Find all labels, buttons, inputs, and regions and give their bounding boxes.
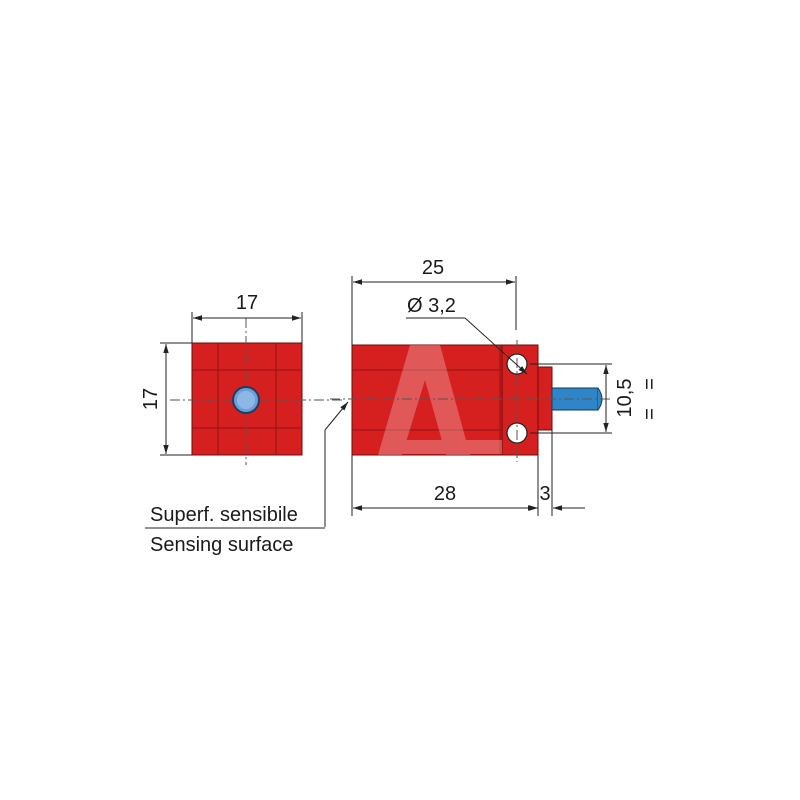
front-height-label: 17 bbox=[140, 388, 162, 410]
total-length-label: 28 bbox=[434, 483, 456, 505]
tab-length-label: 3 bbox=[539, 483, 550, 505]
watermark-logo bbox=[378, 345, 502, 455]
sensing-surface-label-it: Superf. sensibile bbox=[150, 504, 298, 526]
equal-mark-bottom: = bbox=[639, 408, 661, 420]
hole-diameter-label: Ø 3,2 bbox=[407, 295, 456, 317]
hole-spacing-label: 10,5 bbox=[614, 379, 636, 418]
front-view: 17 17 bbox=[140, 292, 345, 465]
side-view: 25 Ø 3,2 10,5 = = 28 3 bbox=[330, 257, 661, 516]
front-width-label: 17 bbox=[236, 292, 258, 314]
equal-mark-top: = bbox=[639, 378, 661, 390]
body-length-label: 25 bbox=[422, 257, 444, 279]
sensing-surface-label-en: Sensing surface bbox=[150, 534, 293, 556]
sensing-surface-callout: Superf. sensibile Sensing surface bbox=[145, 401, 349, 556]
hole-diameter-leader bbox=[464, 317, 528, 375]
side-body bbox=[351, 344, 503, 456]
